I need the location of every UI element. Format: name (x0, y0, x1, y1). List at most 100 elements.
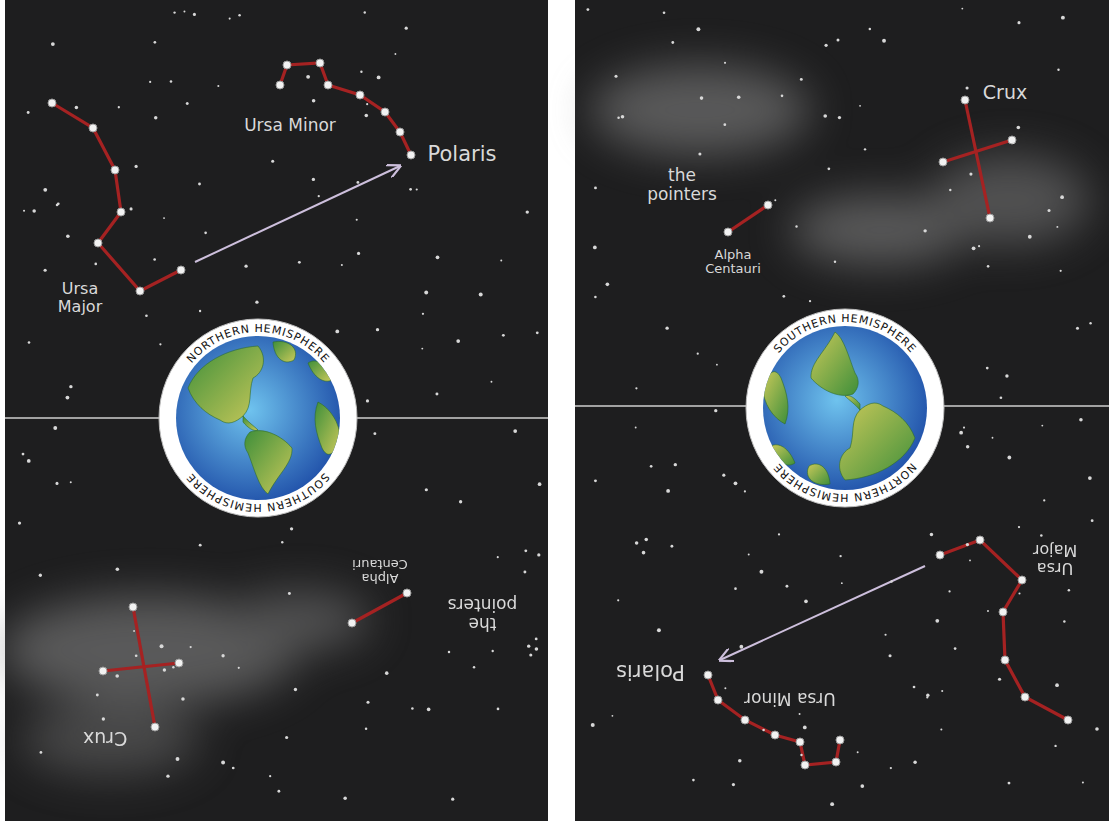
background-star (416, 188, 418, 190)
background-star (538, 482, 542, 486)
background-star (799, 713, 801, 715)
background-star (145, 314, 148, 317)
background-star (149, 81, 151, 83)
background-star (869, 28, 872, 31)
background-star (154, 41, 157, 44)
globe-ring (746, 309, 944, 507)
star (961, 96, 969, 104)
background-star (1055, 683, 1059, 687)
star (832, 758, 840, 766)
background-star (642, 551, 646, 555)
background-star (290, 527, 293, 530)
background-star (199, 310, 201, 312)
background-star (663, 11, 666, 14)
background-star (948, 590, 950, 592)
background-star (744, 490, 746, 492)
background-star (1076, 327, 1079, 330)
sky-label: Crux (83, 728, 127, 749)
background-star (696, 27, 700, 31)
continent (243, 416, 258, 431)
star (94, 239, 102, 247)
sky-label: Ursa Major (1025, 542, 1085, 577)
background-star (166, 774, 169, 777)
background-star (954, 647, 957, 650)
background-star (586, 8, 589, 11)
star (714, 696, 722, 704)
background-star (154, 116, 157, 119)
background-star (199, 544, 202, 547)
hemisphere-globe: SOUTHERN HEMISPHERENORTHERN HEMISPHERE (745, 308, 945, 508)
background-star (27, 111, 30, 114)
background-star (221, 654, 224, 657)
star (348, 619, 356, 627)
background-star (1057, 68, 1059, 70)
star (1018, 576, 1026, 584)
background-star (524, 549, 527, 552)
background-star (170, 80, 173, 83)
hemisphere-globe: NORTHERN HEMISPHERESOUTHERN HEMISPHERE (158, 318, 358, 518)
background-star (913, 760, 916, 763)
star (129, 603, 137, 611)
background-star (40, 751, 43, 754)
star (89, 124, 97, 132)
background-star (698, 152, 701, 155)
globe-drawing: SOUTHERN HEMISPHERENORTHERN HEMISPHERE (745, 308, 945, 508)
background-star (1028, 235, 1032, 239)
background-star (306, 75, 310, 79)
background-star (839, 555, 841, 557)
background-star (737, 95, 741, 99)
background-star (1048, 209, 1051, 212)
the-pointers-line (728, 205, 768, 232)
background-star (27, 459, 31, 463)
background-star (66, 234, 70, 238)
background-star (635, 427, 637, 429)
star (177, 266, 185, 274)
background-star (365, 114, 369, 118)
background-star (697, 353, 699, 355)
background-star (949, 189, 951, 191)
background-star (969, 173, 972, 176)
background-star (800, 78, 803, 81)
background-star (941, 690, 943, 692)
star (704, 671, 712, 679)
background-star (611, 715, 613, 717)
sky-label: Polaris (428, 143, 497, 166)
background-star (198, 183, 201, 186)
background-star (221, 761, 225, 765)
ocean (763, 326, 927, 490)
background-star (22, 453, 25, 456)
continent (763, 372, 788, 424)
background-star (217, 85, 219, 87)
background-star (734, 481, 738, 485)
star (276, 81, 284, 89)
background-star (277, 790, 280, 793)
star (283, 61, 291, 69)
star (175, 659, 183, 667)
background-star (373, 432, 376, 435)
background-star (502, 334, 505, 337)
background-star (70, 481, 72, 483)
crux-line (103, 663, 179, 671)
background-star (312, 178, 315, 181)
background-star (424, 291, 428, 295)
background-star (966, 445, 969, 448)
background-star (657, 628, 661, 632)
background-star (838, 116, 841, 119)
star (724, 228, 732, 236)
background-star (55, 482, 58, 485)
continent (273, 341, 296, 362)
background-star (51, 42, 55, 46)
background-star (176, 757, 180, 761)
sky-label: Ursa Major (50, 280, 110, 315)
background-star (836, 38, 839, 41)
star (381, 108, 389, 116)
background-star (594, 479, 597, 482)
background-star (803, 726, 807, 730)
background-star (800, 754, 802, 756)
globe-drawing: NORTHERN HEMISPHERESOUTHERN HEMISPHERE (158, 318, 358, 518)
star (111, 166, 119, 174)
sky-label: the pointers (640, 166, 725, 203)
hemisphere-label: NORTHERN HEMISPHERE (184, 322, 332, 365)
background-star (963, 426, 965, 428)
background-star (527, 644, 530, 647)
